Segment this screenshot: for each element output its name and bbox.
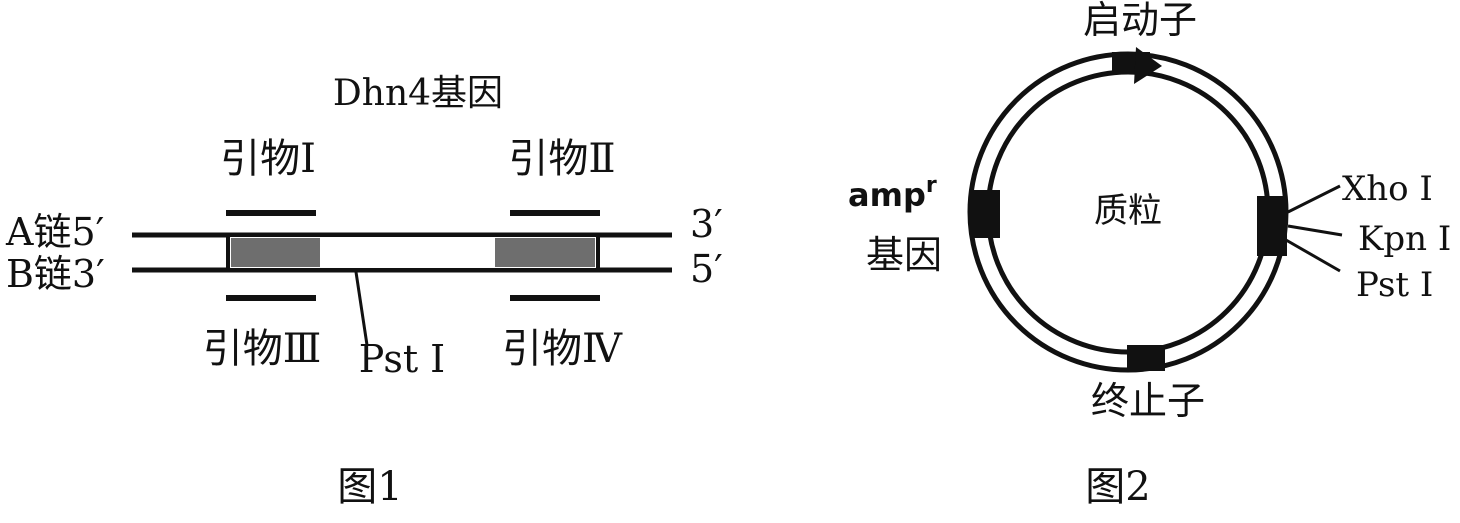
pst-site-label: Pst Ⅰ	[359, 337, 445, 381]
primer-2-bar	[510, 210, 600, 216]
figure-1-caption: 图1	[337, 464, 402, 510]
pst-site-pointer	[354, 271, 369, 346]
primer-2-label: 引物Ⅱ	[508, 136, 615, 182]
kpn-site-label: Kpn Ⅰ	[1358, 219, 1451, 259]
strand-b-label: B链3′	[6, 252, 105, 296]
pst-pointer	[1285, 238, 1341, 273]
xho-site-label: Xho Ⅰ	[1342, 169, 1433, 209]
amp-label: ampr	[848, 173, 937, 214]
gene-title: Dhn4基因	[333, 73, 503, 114]
terminator-label: 终止子	[1091, 379, 1205, 423]
primer-4-label: 引物Ⅳ	[502, 326, 623, 372]
promoter-arrow-icon	[1134, 47, 1162, 84]
strand-a-end: 3′	[690, 202, 723, 246]
primer-4-bar	[510, 295, 600, 301]
pst-site-label-2: Pst Ⅰ	[1356, 265, 1433, 305]
kpn-pointer	[1287, 224, 1343, 237]
primer-3-bar	[226, 295, 316, 301]
gene-region-left	[231, 238, 320, 267]
strand-a-label: A链5′	[5, 210, 104, 254]
figure-2-caption: 图2	[1085, 464, 1150, 510]
gene-region-right	[495, 238, 595, 267]
primer-1-bar	[226, 210, 316, 216]
terminator-block	[1127, 345, 1165, 371]
figure-1: Dhn4基因 引物Ⅰ 引物Ⅱ A链5′ B链3′ 3′ 5′ 引物Ⅲ Pst Ⅰ…	[5, 73, 723, 510]
restriction-sites-block	[1257, 196, 1287, 256]
amp-gene-label: 基因	[866, 233, 942, 277]
figure-2: 启动子 质粒 ampr 基因 Xho Ⅰ Kpn Ⅰ Pst Ⅰ 终止子 图2	[848, 0, 1451, 510]
primer-3-label: 引物Ⅲ	[203, 326, 322, 372]
primer-1-label: 引物Ⅰ	[220, 136, 316, 182]
plasmid-label: 质粒	[1094, 191, 1162, 231]
promoter-label: 启动子	[1083, 0, 1197, 42]
xho-pointer	[1287, 184, 1341, 214]
strand-b-end: 5′	[690, 247, 723, 291]
amp-gene-block	[970, 190, 1000, 238]
